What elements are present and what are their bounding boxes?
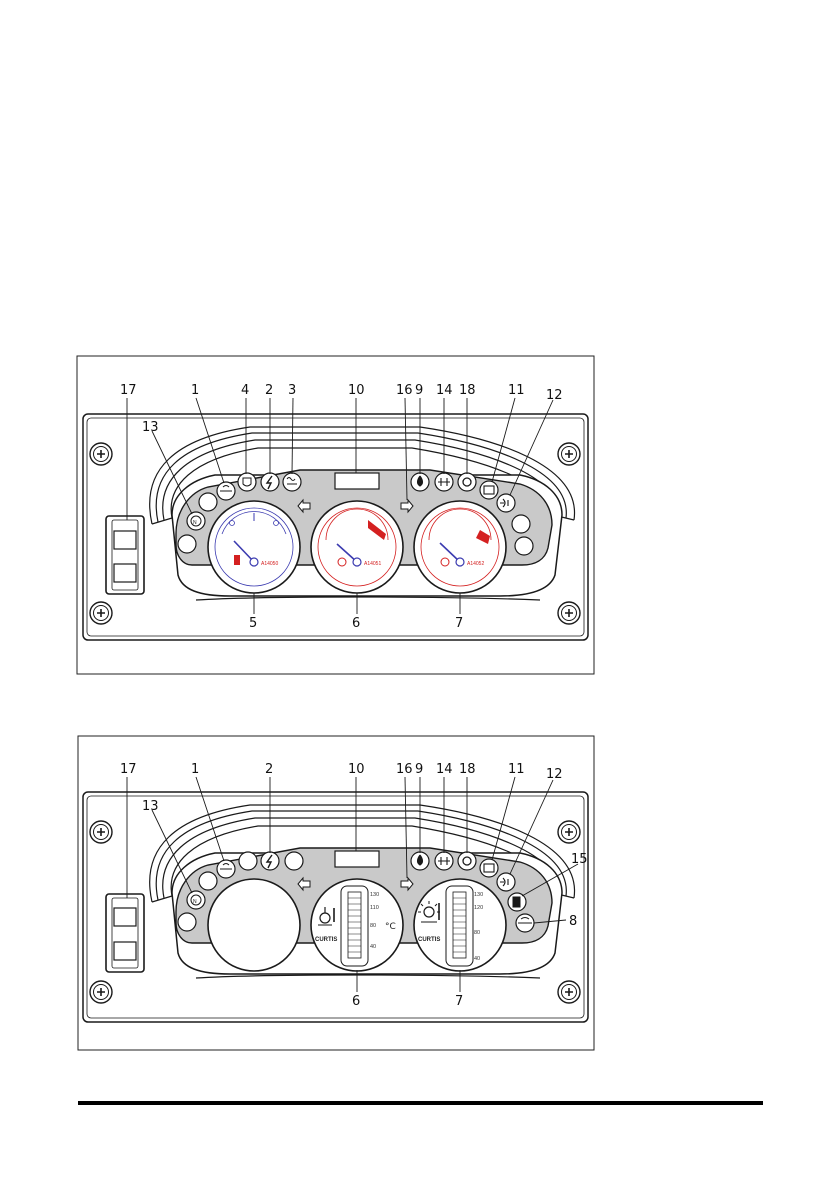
air-filter-icon (435, 852, 453, 870)
diagram-2: N 130 110 80 40 °C (78, 736, 594, 1050)
neutral-icon: N (187, 891, 205, 909)
callout-12: 12 (546, 388, 563, 403)
callout-7: 7 (455, 616, 463, 631)
gauge-brand: CURTIS (418, 937, 440, 943)
tick-label: 130 (474, 892, 483, 898)
screw-icon (558, 602, 580, 624)
svg-text:N: N (193, 520, 197, 526)
screw-icon (90, 821, 112, 843)
transmission-icon (458, 473, 476, 491)
high-beam-icon (497, 873, 515, 891)
callout-15: 15 (571, 852, 588, 867)
preheat-icon (283, 473, 301, 491)
callout-12: 12 (546, 767, 563, 782)
temperature-gauge: A14052 (414, 501, 506, 593)
air-filter-icon (435, 473, 453, 491)
water-in-fuel-icon (411, 852, 429, 870)
switch-lower (114, 564, 136, 582)
engine-oil-icon (217, 860, 235, 878)
callout-11: 11 (508, 383, 525, 398)
tick-label: 80 (474, 930, 480, 936)
battery-charge-icon (261, 852, 279, 870)
neutral-icon: N (187, 512, 205, 530)
gauge-brand: CURTIS (315, 937, 337, 943)
spare-lamp (199, 872, 217, 890)
oil-temp-bar-gauge: 130 110 80 40 °C CURTIS (311, 879, 403, 971)
oil-level-icon (516, 914, 534, 932)
spare-lamp (512, 515, 530, 533)
spare-lamp (515, 537, 533, 555)
tick-label: 40 (370, 944, 376, 950)
tick-label: 110 (370, 905, 379, 911)
callout-14: 14 (436, 762, 453, 777)
callout-9: 9 (415, 383, 423, 398)
callout-8: 8 (569, 914, 577, 929)
tick-label: 120 (474, 905, 483, 911)
callout-2: 2 (265, 762, 273, 777)
coolant-temp-bar-gauge: 130 120 80 40 CURTIS (414, 879, 506, 971)
callout-10: 10 (348, 762, 365, 777)
screw-icon (558, 443, 580, 465)
lcd-display (335, 473, 379, 489)
lcd-display (335, 851, 379, 867)
blank-gauge-plug (208, 879, 300, 971)
unit-label: °C (385, 922, 396, 932)
callout-6: 6 (352, 616, 360, 631)
screw-icon (90, 602, 112, 624)
callout-14: 14 (436, 383, 453, 398)
parking-brake-icon (480, 481, 498, 499)
fuel-gauge: A14050 (208, 501, 300, 593)
callout-1: 1 (191, 383, 199, 398)
screw-icon (558, 981, 580, 1003)
callout-11: 11 (508, 762, 525, 777)
spare-lamp (285, 852, 303, 870)
temperature-gauge-model: A14052 (467, 561, 484, 567)
tick-label: 130 (370, 892, 379, 898)
svg-text:N: N (193, 899, 197, 905)
callout-10: 10 (348, 383, 365, 398)
callout-9: 9 (415, 762, 423, 777)
diagram-1: N A14050 A14051 (77, 356, 594, 674)
battery-charge-icon (261, 473, 279, 491)
callout-2: 2 (265, 383, 273, 398)
callout-13: 13 (142, 420, 159, 435)
switch-lower (114, 942, 136, 960)
spare-lamp (178, 913, 196, 931)
callout-4: 4 (241, 383, 249, 398)
callout-3: 3 (288, 383, 296, 398)
switch-upper (114, 531, 136, 549)
tick-label: 80 (370, 923, 376, 929)
footer-rule (78, 1101, 763, 1105)
callout-5: 5 (249, 616, 257, 631)
callout-6: 6 (352, 994, 360, 1009)
spare-lamp (199, 493, 217, 511)
screw-icon (558, 821, 580, 843)
fuel-gauge-model: A14050 (261, 561, 278, 567)
callout-17: 17 (120, 383, 137, 398)
engine-oil-icon (217, 482, 235, 500)
callout-17: 17 (120, 762, 137, 777)
high-beam-icon (497, 494, 515, 512)
callout-1: 1 (191, 762, 199, 777)
callout-13: 13 (142, 799, 159, 814)
callout-7: 7 (455, 994, 463, 1009)
water-in-fuel-icon (411, 473, 429, 491)
callout-18: 18 (459, 383, 476, 398)
transmission-icon (458, 852, 476, 870)
tick-label: 40 (474, 956, 480, 962)
screw-icon (90, 443, 112, 465)
spare-lamp (178, 535, 196, 553)
spare-lamp (239, 852, 257, 870)
callout-18: 18 (459, 762, 476, 777)
hourmeter-gauge-model: A14051 (364, 561, 381, 567)
callout-16: 16 (396, 762, 413, 777)
parking-brake-icon (480, 859, 498, 877)
callout-16: 16 (396, 383, 413, 398)
hourmeter-gauge: A14051 (311, 501, 403, 593)
switch-upper (114, 908, 136, 926)
screw-icon (90, 981, 112, 1003)
glow-plug-icon (238, 473, 256, 491)
